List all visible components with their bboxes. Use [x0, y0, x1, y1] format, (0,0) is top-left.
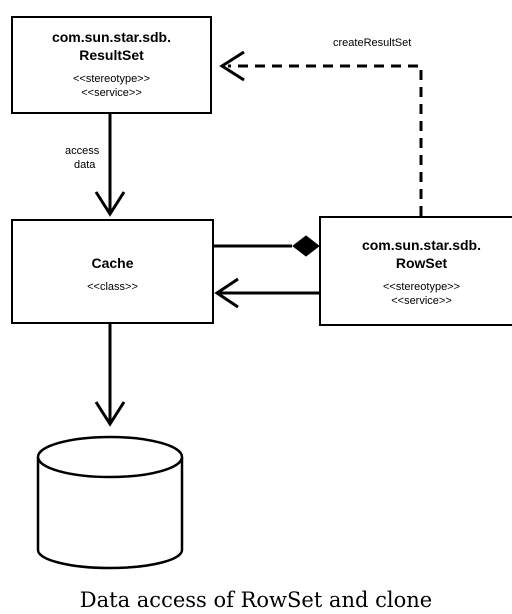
access-data-arrowhead: [94, 191, 126, 217]
rowset-node: com.sun.star.sdb. RowSet <<stereotype>> …: [319, 216, 512, 326]
create-resultset-edge: [228, 64, 423, 216]
database-cylinder: [36, 435, 184, 570]
resultset-node: com.sun.star.sdb. ResultSet <<stereotype…: [11, 16, 212, 114]
access-label-line2: data: [74, 159, 96, 171]
create-resultset-arrowhead: [219, 50, 245, 82]
create-resultset-label: createResultSet: [333, 37, 412, 49]
resultset-name-line2: ResultSet: [79, 47, 144, 63]
figure-caption: Data access of RowSet and clone: [79, 588, 433, 612]
resultset-stereotype: <<stereotype>>: [72, 73, 151, 85]
resultset-name-line1: com.sun.star.sdb.: [51, 29, 172, 45]
cache-name: Cache: [91, 255, 134, 271]
cache-to-db-arrowhead: [94, 401, 126, 427]
rowset-kind: <<service>>: [391, 295, 452, 307]
access-label-line1: access: [65, 145, 100, 157]
rowset-name-line1: com.sun.star.sdb.: [361, 237, 482, 253]
rowset-stereotype: <<stereotype>>: [382, 281, 461, 293]
cache-node: Cache <<class>>: [11, 219, 214, 324]
cache-kind: <<class>>: [87, 281, 138, 293]
rowset-name-line2: RowSet: [395, 255, 448, 271]
composition-diamond: [292, 235, 320, 257]
rowset-to-cache-arrowhead: [214, 277, 239, 309]
resultset-kind: <<service>>: [81, 87, 142, 99]
